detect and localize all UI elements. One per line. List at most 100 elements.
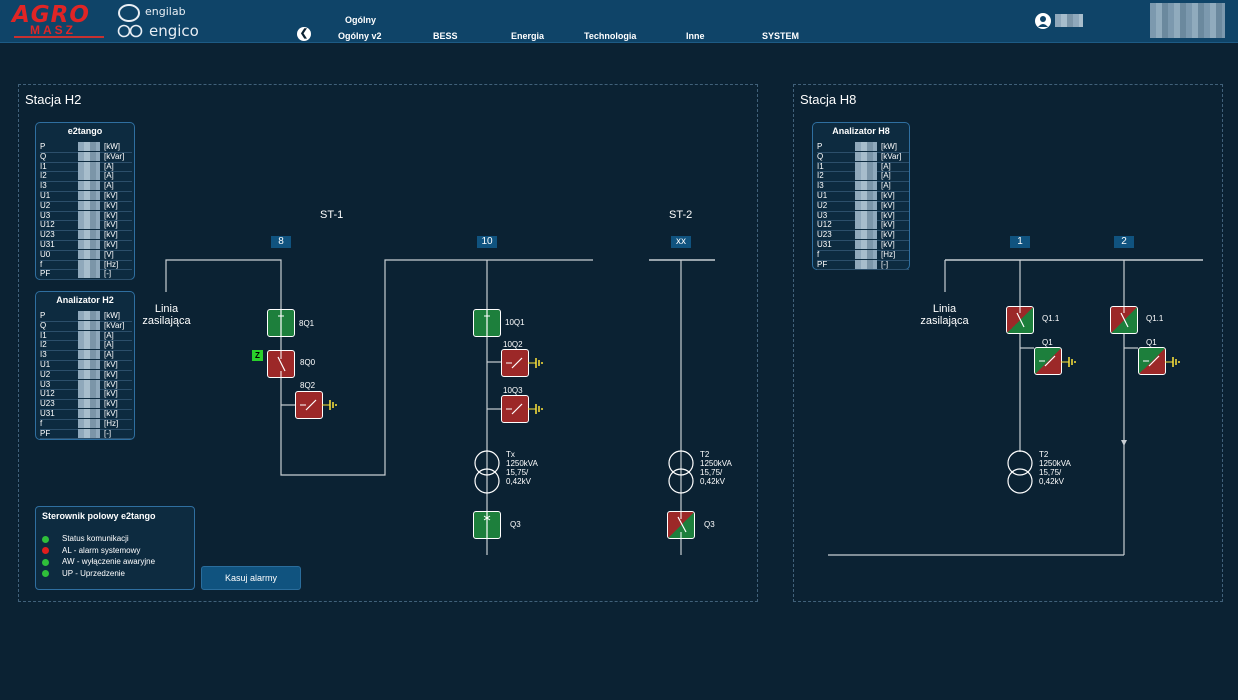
meter-row-unit: [A] bbox=[881, 171, 891, 181]
meter-row-unit: [V] bbox=[104, 249, 114, 259]
meter-analizator-h8-title: Analizator H8 bbox=[832, 126, 890, 136]
earthing-10q2-label: 10Q2 bbox=[503, 340, 523, 349]
meter-row-unit: [kVar] bbox=[104, 151, 125, 161]
meter-row-unit: [-] bbox=[104, 428, 112, 438]
bay-xx-number: xx bbox=[671, 236, 691, 248]
earthing-10q3-label: 10Q3 bbox=[503, 386, 523, 395]
legend-item-label: UP - Uprzedzenie bbox=[62, 569, 125, 578]
earthing-switch-8q2[interactable] bbox=[295, 391, 323, 419]
h8-single-line-diagram bbox=[828, 259, 1203, 556]
nav-ogolny[interactable]: Ogólny bbox=[345, 15, 376, 25]
meter-row-label: I3 bbox=[40, 350, 47, 360]
meter-row-unit: [kV] bbox=[104, 409, 118, 418]
meter-value-redacted bbox=[855, 259, 877, 269]
meter-value-redacted bbox=[855, 171, 877, 181]
meter-row-label: I1 bbox=[40, 330, 47, 340]
earthing-q1-bay2-label: Q1 bbox=[1146, 338, 1157, 347]
meter-row-label: U3 bbox=[40, 379, 51, 389]
meter-row-unit: [kV] bbox=[104, 399, 118, 409]
led-alarm-systemowy bbox=[42, 547, 49, 554]
agromasz-logo-sub: MASZ bbox=[30, 23, 76, 37]
meter-value-redacted bbox=[78, 210, 100, 220]
meter-row-label: P bbox=[40, 311, 46, 320]
z-badge: Z bbox=[252, 350, 263, 361]
meter-row-label: U12 bbox=[817, 220, 832, 230]
meter-row-unit: [kV] bbox=[881, 210, 895, 220]
meter-value-redacted bbox=[855, 161, 877, 171]
breaker-8q0[interactable] bbox=[267, 350, 295, 378]
meter-row-label: U1 bbox=[817, 191, 828, 200]
meter-analizator-h8: Analizator H8 P[kW]Q[kVar]I1[A]I2[A]I3[A… bbox=[812, 122, 910, 271]
station-h2-panel bbox=[18, 84, 758, 602]
meter-value-redacted bbox=[78, 142, 100, 151]
engico-logo-icon bbox=[116, 24, 146, 38]
meter-value-redacted bbox=[855, 210, 877, 220]
meter-row-unit: [Hz] bbox=[881, 249, 896, 259]
meter-row-unit: [A] bbox=[104, 350, 114, 360]
meter-row-unit: [kV] bbox=[104, 360, 118, 369]
breaker-q3-left[interactable] bbox=[473, 511, 501, 539]
meter-row-unit: [kV] bbox=[104, 230, 118, 240]
nav-ogolny-v2[interactable]: Ogólny v2 bbox=[338, 31, 382, 41]
nav-energia[interactable]: Energia bbox=[511, 31, 545, 41]
reset-alarms-button[interactable]: Kasuj alarmy bbox=[201, 566, 301, 590]
meter-row-label: I3 bbox=[40, 181, 47, 191]
meter-row-unit: [kV] bbox=[104, 240, 118, 249]
meter-value-redacted bbox=[855, 151, 877, 161]
meter-row-unit: [kV] bbox=[881, 220, 895, 230]
earthing-switch-10q3[interactable] bbox=[501, 395, 529, 423]
breaker-q11-bay1[interactable] bbox=[1006, 306, 1034, 334]
breaker-q3-right[interactable] bbox=[667, 511, 695, 539]
nav-bess[interactable]: BESS bbox=[433, 31, 458, 41]
bay-1-number: 1 bbox=[1010, 236, 1030, 248]
meter-value-redacted bbox=[78, 311, 100, 320]
meter-e2tango-title: e2tango bbox=[67, 126, 103, 136]
meter-value-redacted bbox=[855, 220, 877, 230]
meter-row-unit: [A] bbox=[104, 171, 114, 181]
nav-inne[interactable]: Inne bbox=[686, 31, 705, 41]
controller-status-legend: Sterownik polowy e2tango Status komunika… bbox=[35, 506, 195, 590]
meter-row-label: I1 bbox=[817, 161, 824, 171]
meter-value-redacted bbox=[78, 191, 100, 200]
bay-8-number: 8 bbox=[271, 236, 291, 248]
back-arrow-icon[interactable]: ❮ bbox=[297, 27, 311, 41]
ground-icon bbox=[1165, 357, 1180, 367]
meter-row-label: P bbox=[817, 142, 823, 151]
breaker-8q1-label: 8Q1 bbox=[299, 319, 315, 328]
earthing-switch-q1-bay2[interactable] bbox=[1138, 347, 1166, 375]
meter-row-label: f bbox=[40, 418, 43, 428]
breaker-q11-bay1-label: Q1.1 bbox=[1042, 314, 1060, 323]
legend-item-label: AL - alarm systemowy bbox=[62, 546, 141, 555]
meter-row-label: I3 bbox=[817, 181, 824, 191]
meter-row-label: U3 bbox=[817, 210, 828, 220]
meter-row-label: PF bbox=[817, 259, 828, 269]
meter-row-unit: [kW] bbox=[104, 311, 120, 320]
meter-value-redacted bbox=[78, 240, 100, 249]
breaker-q11-bay2[interactable] bbox=[1110, 306, 1138, 334]
bay-2-number: 2 bbox=[1114, 236, 1134, 248]
breaker-10q1-label: 10Q1 bbox=[505, 318, 525, 327]
led-uprzedzenie bbox=[42, 570, 49, 577]
transformer-tx-label: Tx 1250kVA 15,75/ 0,42kV bbox=[506, 450, 538, 486]
breaker-10q1[interactable] bbox=[473, 309, 501, 337]
meter-row-unit: [kV] bbox=[881, 191, 895, 200]
breaker-8q0-label: 8Q0 bbox=[300, 358, 316, 367]
meter-value-redacted bbox=[78, 181, 100, 191]
ground-icon bbox=[1061, 357, 1076, 367]
meter-row-label: Q bbox=[40, 320, 47, 330]
breaker-8q1[interactable] bbox=[267, 309, 295, 337]
meter-value-redacted bbox=[855, 142, 877, 151]
meter-row-label: U2 bbox=[40, 200, 51, 210]
nav-system[interactable]: SYSTEM bbox=[762, 31, 800, 41]
meter-value-redacted bbox=[78, 389, 100, 399]
user-icon[interactable] bbox=[1035, 13, 1051, 29]
meter-row-unit: [Hz] bbox=[104, 259, 119, 269]
meter-row-unit: [kV] bbox=[104, 389, 118, 399]
earthing-switch-q1-bay1[interactable] bbox=[1034, 347, 1062, 375]
meter-value-redacted bbox=[78, 350, 100, 360]
meter-value-redacted bbox=[78, 330, 100, 340]
engilab-logo-text: engilab bbox=[145, 5, 186, 18]
meter-row-unit: [kV] bbox=[104, 210, 118, 220]
nav-technologia[interactable]: Technologia bbox=[584, 31, 637, 41]
meter-row-label: I1 bbox=[40, 161, 47, 171]
